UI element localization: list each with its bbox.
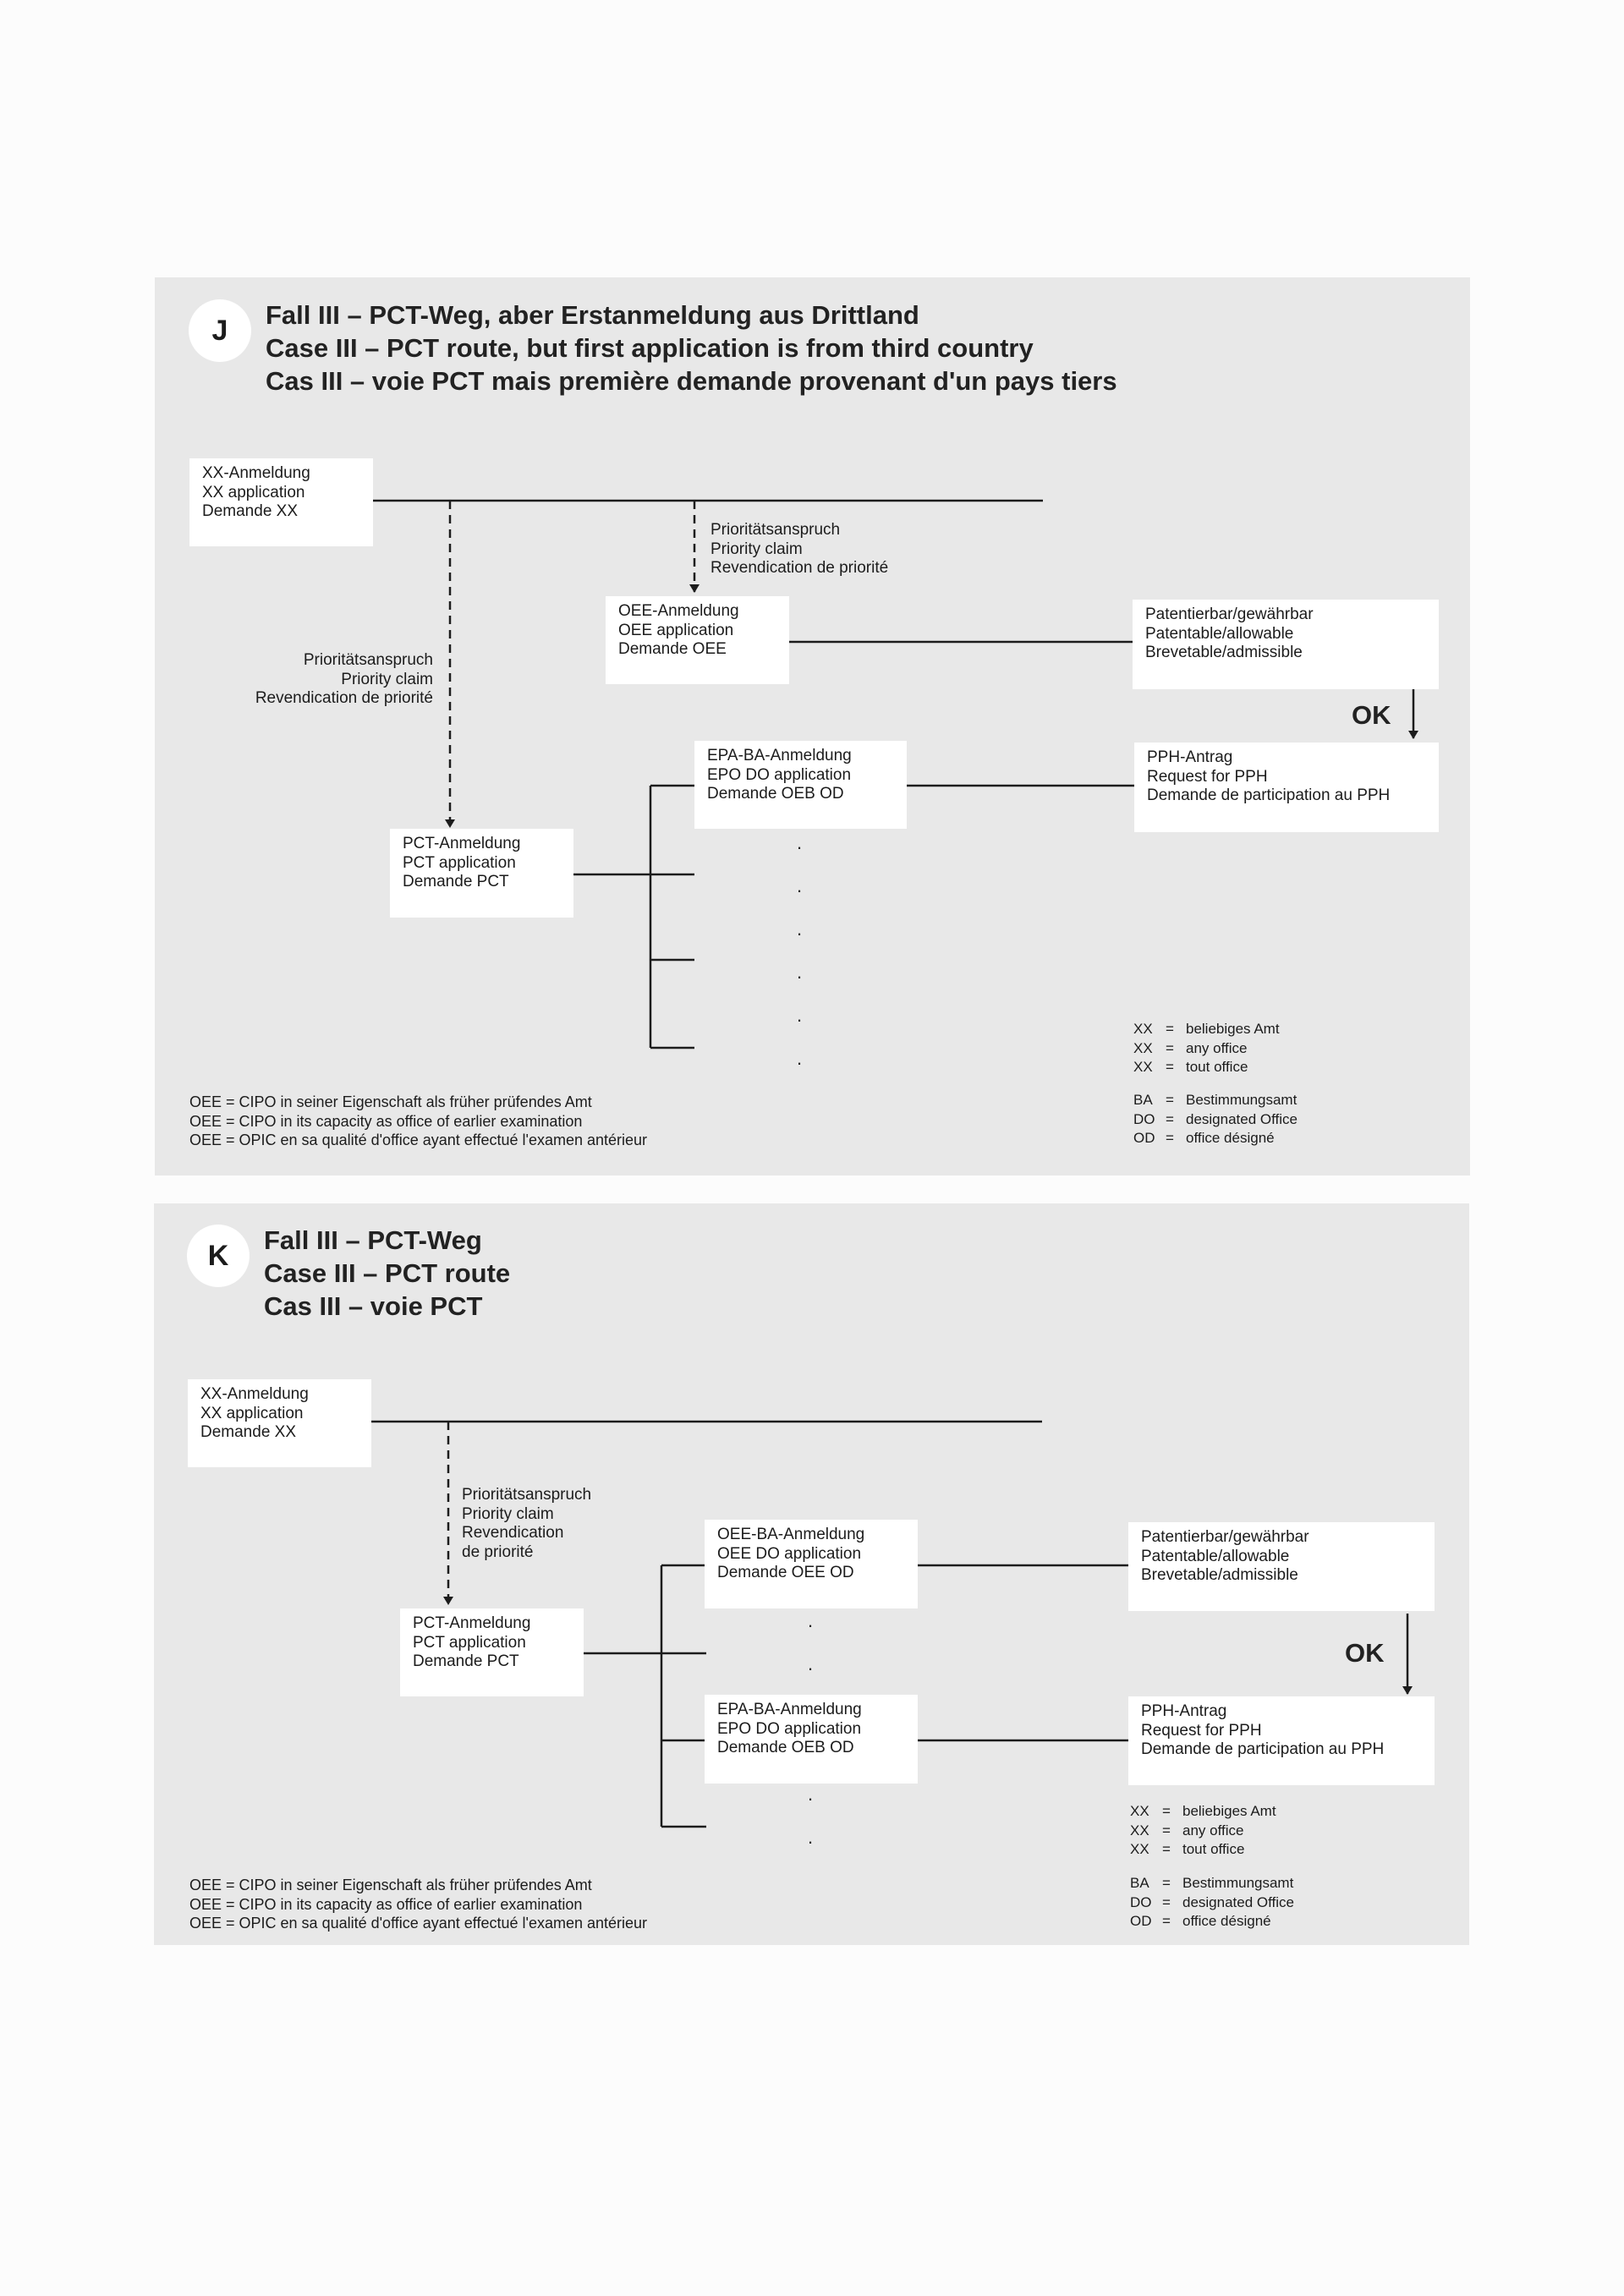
ellipsis-dot: .: [808, 1827, 814, 1848]
title-j: Fall III – PCT-Weg, aber Erstanmeldung a…: [266, 299, 1117, 397]
priority-claim-label: Prioritätsanspruch Priority claim Revend…: [710, 521, 889, 577]
patentable-box: Patentierbar/gewährbar Patentable/allowa…: [1128, 1522, 1435, 1611]
pct-application-box: PCT-Anmeldung PCT application Demande PC…: [390, 829, 573, 918]
xx-application-box: XX-Anmeldung XX application Demande XX: [188, 1379, 371, 1467]
legend-xx: XX=beliebiges Amt XX=any office XX=tout …: [1130, 1803, 1276, 1857]
pct-application-box: PCT-Anmeldung PCT application Demande PC…: [400, 1608, 584, 1696]
title-line-fr: Cas III – voie PCT: [264, 1291, 483, 1321]
oee-do-application-box: OEE-BA-Anmeldung OEE DO application Dema…: [705, 1520, 918, 1608]
ellipsis-dot: .: [797, 1048, 803, 1069]
ellipsis-dot: .: [808, 1610, 814, 1631]
epo-do-application-box: EPA-BA-Anmeldung EPO DO application Dema…: [705, 1695, 918, 1784]
ellipsis-dot: .: [797, 918, 803, 940]
title-k: Fall III – PCT-Weg Case III – PCT route …: [264, 1224, 510, 1323]
ellipsis-dot: .: [797, 1005, 803, 1026]
legend-xx: XX=beliebiges Amt XX=any office XX=tout …: [1133, 1021, 1280, 1075]
legend-ba: BA=Bestimmungsamt DO=designated Office O…: [1133, 1092, 1298, 1146]
epo-do-application-box: EPA-BA-Anmeldung EPO DO application Dema…: [694, 741, 907, 829]
ellipsis-dot: .: [797, 962, 803, 983]
ellipsis-dot: .: [797, 832, 803, 853]
priority-claim-label: Prioritätsanspruch Priority claim Revend…: [462, 1486, 592, 1561]
title-line-de: Fall III – PCT-Weg: [264, 1225, 482, 1255]
title-line-fr: Cas III – voie PCT mais première demande…: [266, 366, 1117, 396]
oee-application-box: OEE-Anmeldung OEE application Demande OE…: [606, 596, 789, 684]
badge-k: K: [187, 1225, 250, 1287]
legend-oee: OEE = CIPO in seiner Eigenschaft als frü…: [189, 1877, 648, 1932]
ellipsis-dot: .: [808, 1784, 814, 1805]
legend-ba: BA=Bestimmungsamt DO=designated Office O…: [1130, 1875, 1294, 1929]
ellipsis-dot: .: [808, 1653, 814, 1674]
ok-label: OK: [1345, 1638, 1385, 1668]
ok-label: OK: [1352, 700, 1391, 730]
legend-oee: OEE = CIPO in seiner Eigenschaft als frü…: [189, 1093, 648, 1148]
priority-claim-label: Prioritätsanspruch Priority claim Revend…: [255, 651, 433, 707]
badge-j: J: [189, 299, 251, 362]
pph-request-box: PPH-Antrag Request for PPH Demande de pa…: [1128, 1696, 1435, 1785]
ellipsis-dot: .: [797, 875, 803, 896]
title-line-de: Fall III – PCT-Weg, aber Erstanmeldung a…: [266, 300, 919, 330]
title-line-en: Case III – PCT route: [264, 1258, 511, 1288]
patentable-box: Patentierbar/gewährbar Patentable/allowa…: [1133, 600, 1439, 689]
xx-application-box: XX-Anmeldung XX application Demande XX: [189, 458, 373, 546]
title-line-en: Case III – PCT route, but first applicat…: [266, 333, 1034, 363]
pph-request-box: PPH-Antrag Request for PPH Demande de pa…: [1134, 743, 1439, 832]
